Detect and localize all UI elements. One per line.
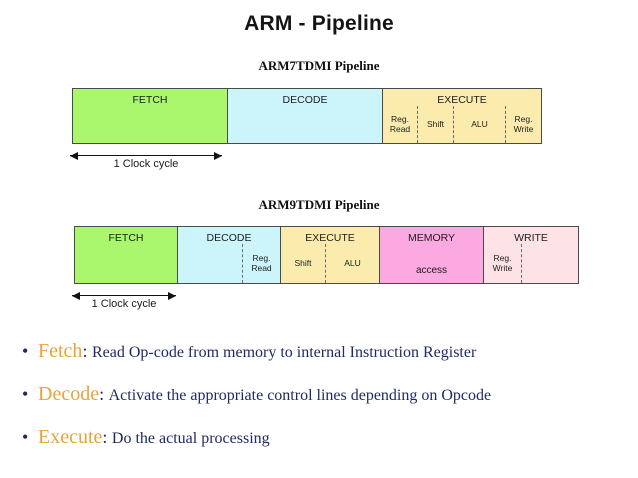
bullet-text: Activate the appropriate control lines d… [108, 387, 492, 404]
substage-shift: Shift [294, 257, 312, 268]
bullet-dot-icon: • [22, 341, 29, 361]
stage-label: EXECUTE [305, 232, 355, 244]
bullet-separator: : [82, 341, 92, 361]
substage-reg-write: Reg. Write [484, 244, 522, 283]
stage-sublabel-access: access [415, 265, 448, 276]
substage-reg-read: Reg. Read [389, 114, 411, 134]
section-title-arm9: ARM9TDMI Pipeline [258, 197, 380, 212]
stage-decode-arm7: DECODE [228, 89, 383, 143]
clock-cycle-indicator-arm9: 1 Clock cycle [72, 290, 176, 310]
stage-label: MEMORY [407, 232, 456, 244]
bullet-keyword: Fetch [38, 340, 83, 362]
substage-row: Reg. Write [484, 244, 578, 283]
stage-label: DECODE [206, 232, 252, 244]
bullet-keyword: Execute [38, 426, 103, 448]
section-title-arm7: ARM7TDMI Pipeline [258, 58, 380, 73]
clock-cycle-label: 1 Clock cycle [113, 158, 179, 170]
substage-reg-write: Reg. Write [505, 106, 541, 143]
stage-write-arm9: WRITE Reg. Write [484, 227, 578, 283]
double-arrow-icon [72, 291, 176, 300]
list-item: • Fetch : Read Op-code from memory to in… [22, 340, 622, 363]
bullet-keyword: Decode [38, 383, 100, 405]
page-title: ARM - Pipeline [244, 12, 394, 35]
stage-fetch-arm9: FETCH [75, 227, 178, 283]
substage-shift: Shift [417, 106, 453, 143]
stage-memory-arm9: MEMORY access [380, 227, 484, 283]
substage-spacer [178, 244, 242, 283]
stage-decode-arm9: DECODE Reg. Read [178, 227, 281, 283]
bullet-text: Read Op-code from memory to internal Ins… [91, 344, 477, 361]
pipeline-diagram-arm7: FETCH DECODE EXECUTE Reg. Read Shift ALU… [72, 88, 542, 144]
bullet-text: Do the actual processing [111, 430, 270, 447]
stage-label: DECODE [282, 94, 328, 106]
clock-cycle-indicator-arm7: 1 Clock cycle [70, 150, 222, 170]
substage-row: Shift ALU [281, 244, 379, 283]
substage-spacer [522, 244, 578, 283]
stage-label: FETCH [132, 94, 168, 106]
double-arrow-icon [70, 151, 222, 160]
stage-execute-arm7: EXECUTE Reg. Read Shift ALU Reg. Write [383, 89, 541, 143]
list-item: • Decode : Activate the appropriate cont… [22, 383, 622, 406]
substage-row: Reg. Read Shift ALU Reg. Write [383, 106, 541, 143]
stage-label: FETCH [108, 232, 144, 244]
clock-cycle-label: 1 Clock cycle [91, 298, 157, 310]
substage-alu: ALU [453, 106, 505, 143]
pipeline-diagram-arm9: FETCH DECODE Reg. Read EXECUTE Shift ALU… [74, 226, 579, 284]
substage-row: Reg. Read [178, 244, 280, 283]
substage-reg-read: Reg. Read [242, 244, 280, 283]
list-item: • Execute : Do the actual processing [22, 426, 622, 449]
stage-label: WRITE [514, 232, 548, 244]
stage-fetch-arm7: FETCH [73, 89, 228, 143]
stage-label: EXECUTE [437, 94, 487, 106]
bullet-separator: : [102, 427, 112, 447]
stage-execute-arm9: EXECUTE Shift ALU [281, 227, 380, 283]
bullet-dot-icon: • [22, 427, 29, 447]
bullet-dot-icon: • [22, 384, 29, 404]
bullet-list: • Fetch : Read Op-code from memory to in… [22, 340, 622, 469]
substage-alu: ALU [325, 244, 379, 283]
bullet-separator: : [99, 384, 109, 404]
